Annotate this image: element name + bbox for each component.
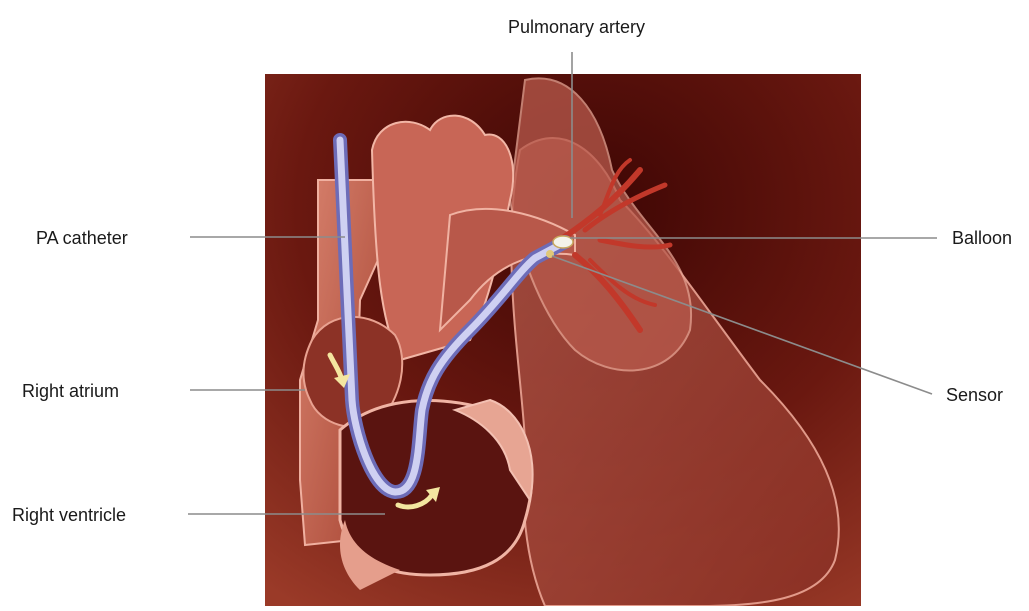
label-right-ventricle: Right ventricle bbox=[12, 504, 126, 526]
label-balloon: Balloon bbox=[952, 227, 1012, 249]
label-right-atrium: Right atrium bbox=[22, 380, 119, 402]
label-pa-catheter: PA catheter bbox=[36, 227, 128, 249]
label-pulmonary-artery: Pulmonary artery bbox=[508, 16, 645, 38]
label-sensor: Sensor bbox=[946, 384, 1003, 406]
